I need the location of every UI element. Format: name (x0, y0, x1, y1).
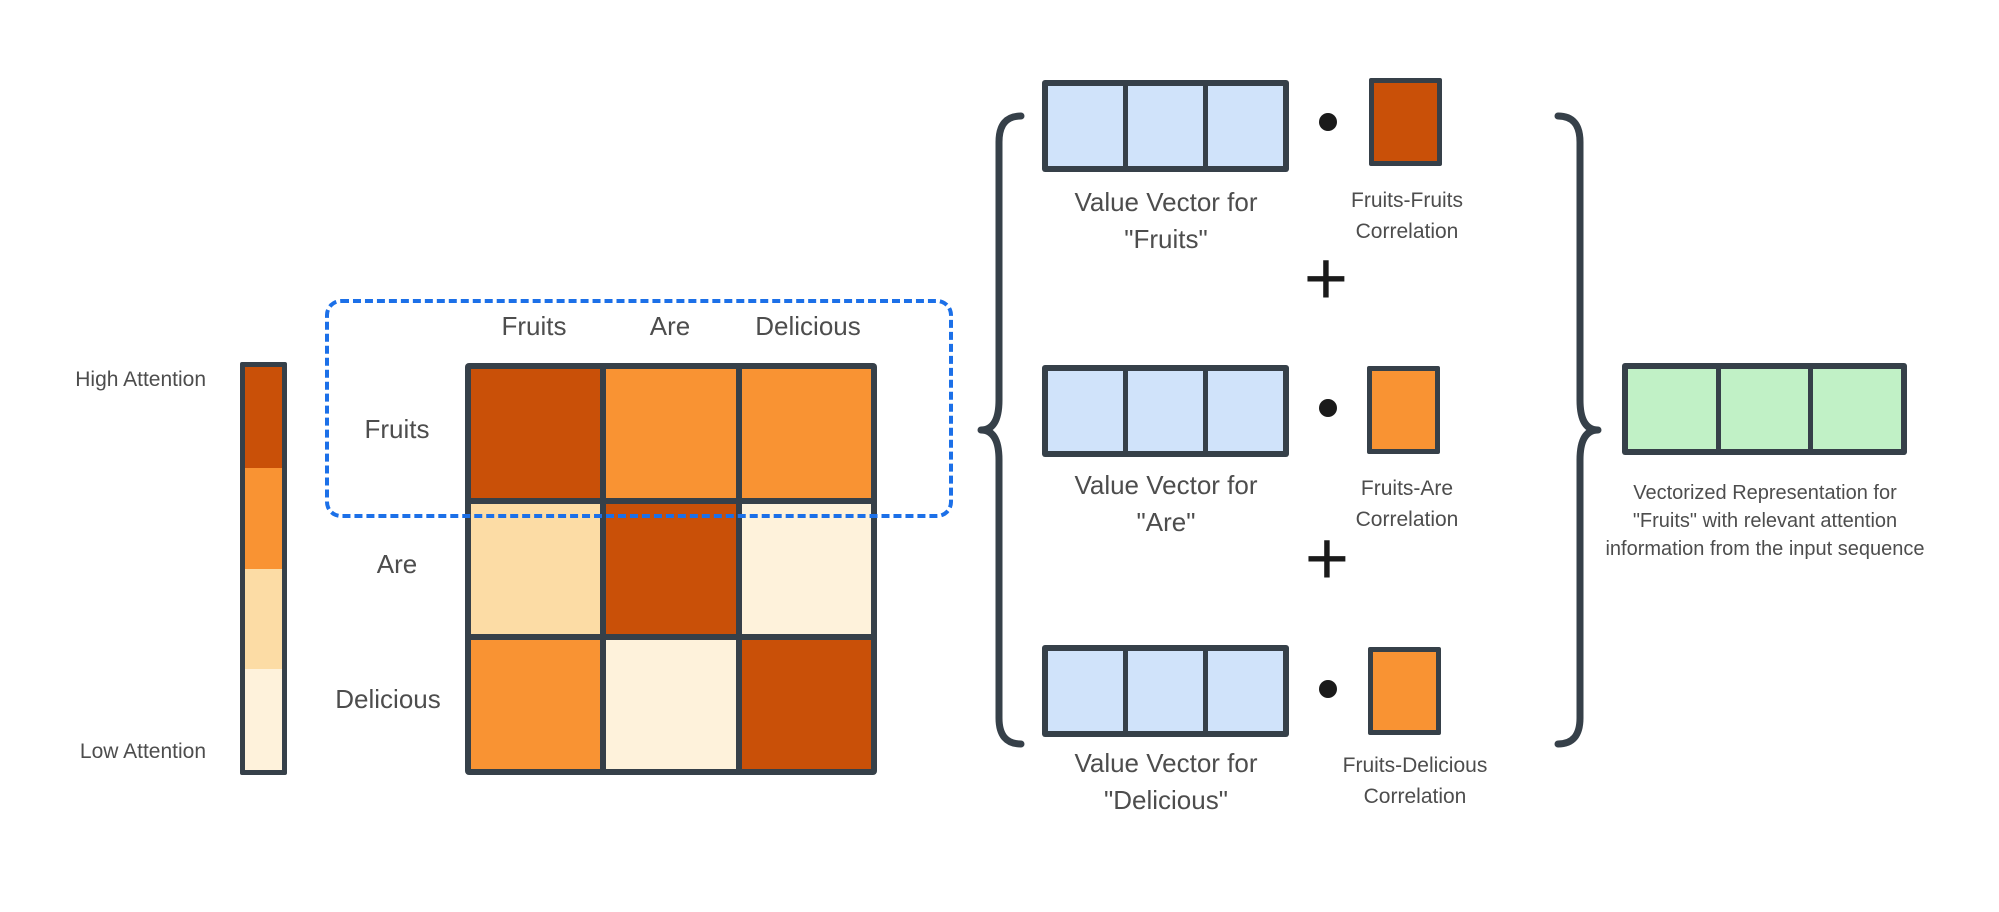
matrix-row-header-are: Are (376, 549, 418, 579)
caption-line: "Are" (1136, 507, 1196, 537)
matrix-col-header-delicious: Delicious (755, 311, 861, 341)
vector-cell (1208, 86, 1283, 166)
vector-cell (1048, 86, 1123, 166)
caption-line: Correlation (1355, 220, 1459, 243)
value-vector-are-caption: Value Vector for "Are" (996, 467, 1336, 541)
caption-line: Fruits-Fruits (1351, 189, 1463, 212)
matrix-cell-fruits-delicious (741, 369, 871, 499)
vector-cell (1208, 651, 1283, 731)
caption-line: Correlation (1355, 508, 1459, 531)
dot-product-icon (1319, 680, 1337, 698)
correlation-square-fruits-delicious (1368, 647, 1441, 735)
plus-operator: + (1303, 236, 1349, 321)
fruits-fruits-correlation-label: Fruits-Fruits Correlation (1267, 185, 1547, 247)
colorbar-segment-high (245, 367, 282, 468)
colorbar-segment-medium (245, 467, 282, 569)
matrix-row-header-fruits: Fruits (364, 414, 430, 444)
value-vector-fruits-caption: Value Vector for "Fruits" (996, 184, 1336, 258)
matrix-cell-are-are (606, 504, 736, 634)
fruits-row-highlight-box (325, 299, 953, 518)
colorbar-segment-minimal (245, 669, 282, 770)
value-vector-are (1042, 365, 1289, 457)
vector-cell (1720, 369, 1809, 449)
vector-cell (1128, 86, 1203, 166)
attention-colorbar (240, 362, 287, 775)
dot-product-icon (1319, 113, 1337, 131)
right-brace-icon (1554, 112, 1602, 748)
matrix-col-header-fruits: Fruits (501, 311, 567, 341)
attention-matrix (465, 363, 877, 775)
plus-operator: + (1304, 516, 1350, 601)
value-vector-delicious (1042, 645, 1289, 737)
colorbar-segment-low (245, 568, 282, 670)
dot-product-icon (1319, 399, 1337, 417)
vector-cell (1128, 371, 1203, 451)
correlation-square-fruits-fruits (1369, 78, 1442, 166)
caption-line: Value Vector for (1074, 748, 1258, 778)
matrix-cell-delicious-fruits (471, 639, 601, 769)
vector-cell (1208, 371, 1283, 451)
value-vector-delicious-caption: Value Vector for "Delicious" (996, 745, 1336, 819)
vector-cell (1813, 369, 1902, 449)
caption-line: Correlation (1363, 785, 1467, 808)
caption-line: Value Vector for (1074, 187, 1258, 217)
matrix-cell-fruits-are (606, 369, 736, 499)
vector-cell (1048, 371, 1123, 451)
caption-line: Value Vector for (1074, 470, 1258, 500)
caption-line: Vectorized Representation for (1633, 482, 1897, 504)
matrix-row-header-delicious: Delicious (335, 684, 441, 714)
left-brace-icon (977, 112, 1025, 748)
matrix-cell-delicious-delicious (741, 639, 871, 769)
legend-high-label: High Attention (75, 368, 206, 391)
matrix-cell-are-delicious (741, 504, 871, 634)
value-vector-fruits (1042, 80, 1289, 172)
correlation-square-fruits-are (1367, 366, 1440, 454)
caption-line: "Fruits" (1124, 224, 1208, 254)
vector-cell (1628, 369, 1716, 449)
caption-line: Fruits-Are (1360, 477, 1454, 500)
vector-cell (1048, 651, 1123, 731)
matrix-cell-are-fruits (471, 504, 601, 634)
fruits-are-correlation-label: Fruits-Are Correlation (1267, 473, 1547, 535)
vector-cell (1128, 651, 1203, 731)
matrix-cell-fruits-fruits (471, 369, 601, 499)
output-vector-caption: Vectorized Representation for "Fruits" w… (1540, 479, 1990, 563)
caption-line: Fruits-Delicious (1342, 754, 1488, 777)
matrix-cell-delicious-are (606, 639, 736, 769)
output-vector-fruits (1622, 363, 1907, 455)
matrix-col-header-are: Are (649, 311, 691, 341)
caption-line: information from the input sequence (1605, 538, 1925, 560)
caption-line: "Fruits" with relevant attention (1632, 510, 1898, 532)
legend-low-label: Low Attention (79, 740, 206, 763)
fruits-delicious-correlation-label: Fruits-Delicious Correlation (1275, 750, 1555, 812)
caption-line: "Delicious" (1104, 785, 1228, 815)
